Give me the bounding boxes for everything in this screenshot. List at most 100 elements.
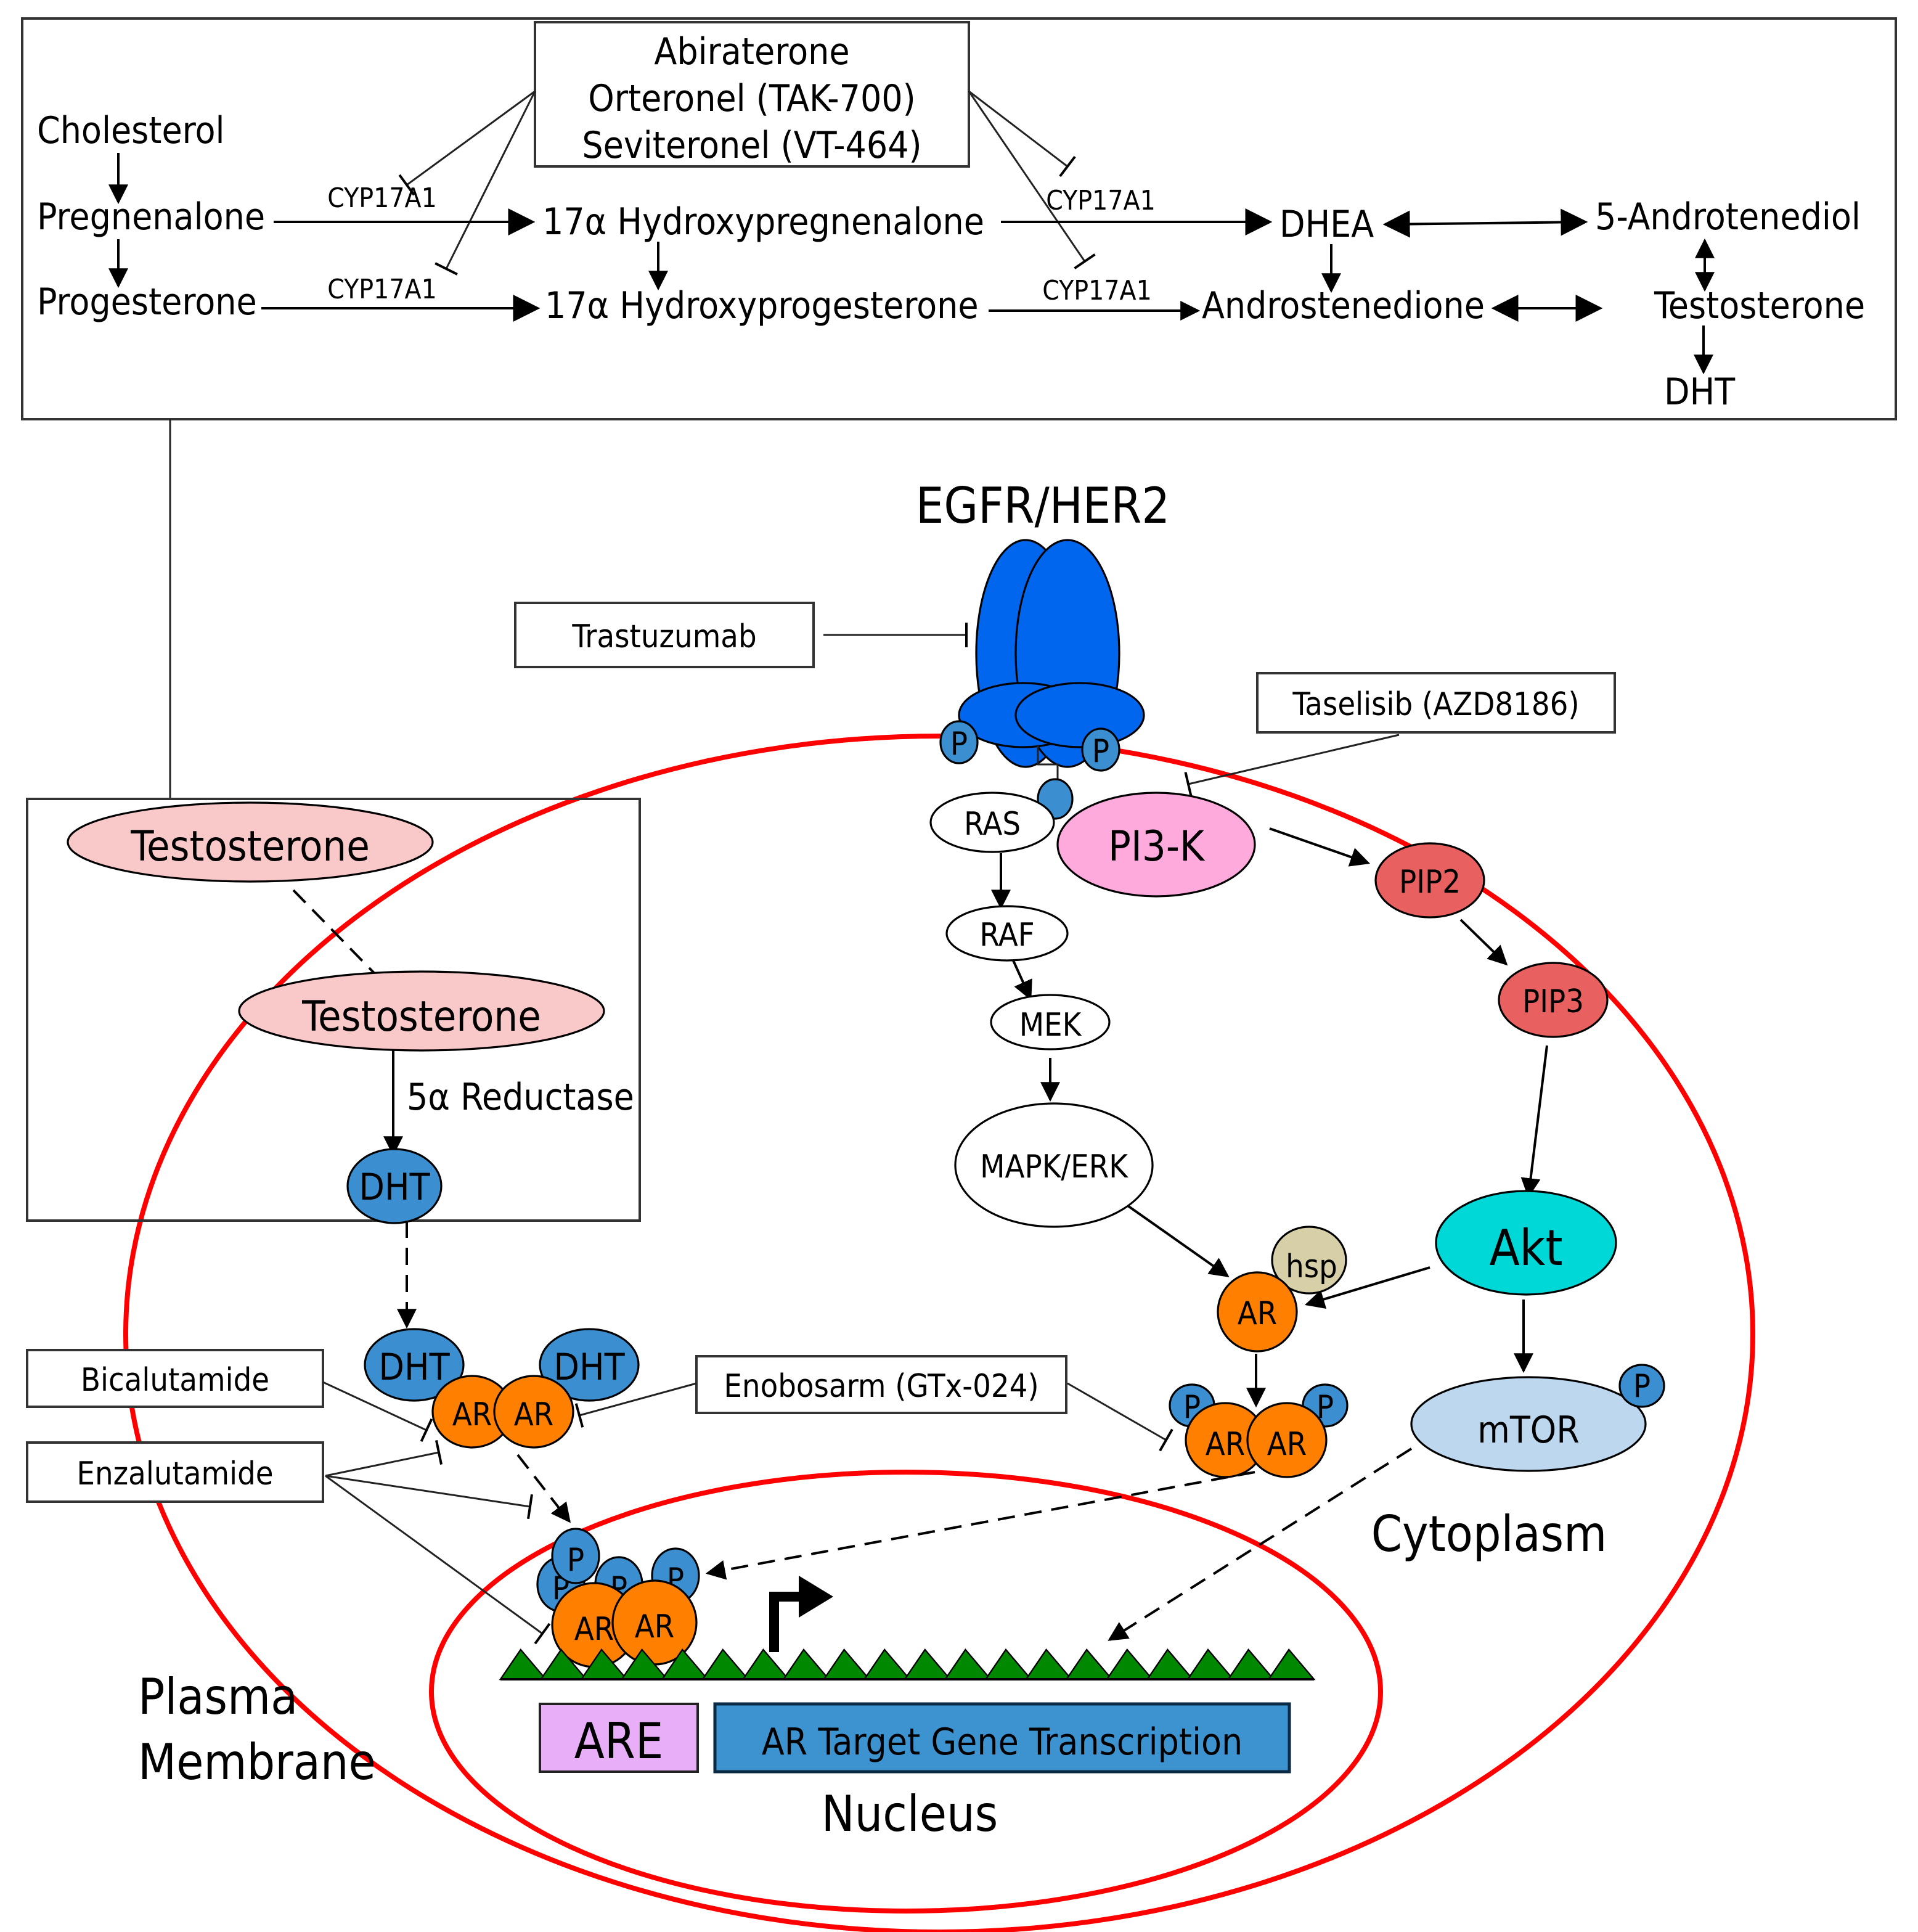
arrow-dht-ar-nucleus bbox=[516, 1454, 571, 1523]
mapk-erk-node[interactable] bbox=[954, 1102, 1154, 1228]
dna-segment bbox=[1024, 1648, 1073, 1680]
dna-strand bbox=[499, 1648, 1316, 1680]
testosterone-extracellular-label: Testosterone bbox=[130, 822, 370, 871]
akt-node[interactable] bbox=[1435, 1190, 1617, 1296]
inhibition-enzalutamide-translocation bbox=[325, 1475, 533, 1520]
transcription-box bbox=[713, 1702, 1291, 1774]
compound-androstenedione: Androstenedione bbox=[1202, 284, 1485, 327]
enzalutamide-label: Enzalutamide bbox=[76, 1455, 273, 1492]
inhibition-enzalutamide-dna-binding bbox=[325, 1475, 551, 1645]
tss-arrowhead bbox=[799, 1576, 833, 1618]
pip3-label: PIP3 bbox=[1522, 983, 1584, 1020]
testosterone-intracellular-label: Testosterone bbox=[301, 993, 541, 1041]
dna-segment bbox=[1267, 1648, 1316, 1680]
compound-progesterone: Progesterone bbox=[37, 280, 257, 324]
mtor-phospho-label: P bbox=[1633, 1368, 1651, 1405]
receptor-linker bbox=[1037, 745, 1059, 789]
inhibition-line-cyp17-d bbox=[968, 91, 1096, 269]
receptor-base-right bbox=[1014, 682, 1145, 748]
testosterone-extracellular-node[interactable] bbox=[67, 801, 434, 883]
dna-segment bbox=[1065, 1648, 1114, 1680]
enzyme-label-cyp17a1: CYP17A1 bbox=[1046, 185, 1156, 216]
dna-segment bbox=[984, 1648, 1033, 1680]
ras-label: RAS bbox=[964, 806, 1021, 843]
trastuzumab-box[interactable]: Trastuzumab bbox=[514, 602, 815, 668]
mek-node[interactable] bbox=[990, 994, 1111, 1050]
arrow-dhea-androtenediol-reversible bbox=[1382, 208, 1588, 238]
ar-target-gene-transcription[interactable]: AR Target Gene Transcription bbox=[713, 1702, 1291, 1774]
phospho-node bbox=[551, 1528, 600, 1584]
ar-monomer-label: AR bbox=[1238, 1295, 1278, 1332]
raf-node[interactable] bbox=[945, 905, 1069, 962]
inhibition-bicalutamide bbox=[322, 1381, 433, 1442]
ar-node bbox=[1246, 1402, 1328, 1478]
are-box bbox=[539, 1703, 699, 1773]
phospho-label: P bbox=[950, 726, 968, 763]
arrow-mapk-ar bbox=[1127, 1205, 1230, 1277]
cytoplasm-label: Cytoplasm bbox=[1371, 1505, 1607, 1563]
bicalutamide-box[interactable]: Bicalutamide bbox=[26, 1349, 324, 1408]
pi3k-node[interactable] bbox=[1056, 792, 1256, 898]
ar-label: AR bbox=[514, 1396, 554, 1433]
dna-segment bbox=[741, 1648, 790, 1680]
pip3-node[interactable] bbox=[1498, 962, 1609, 1038]
phospho-label: P bbox=[1092, 733, 1109, 770]
dna-segment bbox=[1226, 1648, 1275, 1680]
bicalutamide-frame bbox=[26, 1349, 324, 1408]
dna-segment bbox=[1186, 1648, 1235, 1680]
dht-node[interactable] bbox=[346, 1148, 443, 1224]
pip2-node[interactable] bbox=[1374, 842, 1485, 919]
compound-cholesterol: Cholesterol bbox=[37, 109, 225, 152]
ar-label: AR bbox=[452, 1396, 492, 1433]
inhibition-line-cyp17-a bbox=[398, 90, 536, 196]
mtor-node[interactable] bbox=[1410, 1376, 1647, 1472]
enzalutamide-box[interactable]: Enzalutamide bbox=[26, 1441, 324, 1503]
dna-segment bbox=[701, 1648, 750, 1680]
taselisib-label: Taselisib (AZD8186) bbox=[1292, 686, 1579, 723]
plasma-membrane bbox=[123, 734, 1755, 1932]
nuclear-ar-dimer[interactable]: P P P P AR AR bbox=[536, 1528, 700, 1668]
dna-segment bbox=[863, 1648, 912, 1680]
nucleus-label: Nucleus bbox=[822, 1785, 998, 1843]
compound-testosterone: Testosterone bbox=[1654, 284, 1865, 327]
dna-segment bbox=[781, 1648, 831, 1680]
inhibition-enobosarm-dht-ar bbox=[574, 1382, 697, 1428]
tss-stem bbox=[769, 1592, 804, 1652]
trastuzumab-frame bbox=[514, 602, 815, 668]
testosterone-intracellular-node[interactable] bbox=[238, 970, 605, 1052]
hsp-node[interactable] bbox=[1271, 1226, 1347, 1295]
cyp17-inhibitor-box[interactable]: Abiraterone Orteronel (TAK-700) Sevitero… bbox=[534, 21, 970, 168]
dht-label: DHT bbox=[359, 1166, 430, 1209]
dna-segment bbox=[903, 1648, 952, 1680]
compound-dhea: DHEA bbox=[1279, 203, 1374, 246]
are-label: ARE bbox=[574, 1713, 664, 1770]
mek-label: MEK bbox=[1019, 1007, 1082, 1044]
ar-dimer-phosphorylated[interactable]: P P AR AR bbox=[1169, 1383, 1349, 1478]
egfr-her2-receptor[interactable]: EGFR/HER2 P P bbox=[916, 477, 1170, 820]
arrow-pip2-pip3 bbox=[1459, 919, 1508, 966]
transcription-label: AR Target Gene Transcription bbox=[762, 1721, 1243, 1764]
inhibition-enzalutamide-ar bbox=[325, 1440, 443, 1477]
ar-monomer-node[interactable] bbox=[1217, 1271, 1298, 1353]
arrow-raf-mek bbox=[1012, 960, 1032, 1001]
are-element[interactable]: ARE bbox=[539, 1703, 699, 1773]
compound-pregnenalone: Pregnenalone bbox=[37, 195, 265, 239]
dht-ar-complex[interactable]: DHT DHT AR AR bbox=[364, 1328, 640, 1449]
drug-abiraterone: Abiraterone bbox=[654, 30, 849, 73]
enobosarm-box[interactable]: Enobosarm (GTx-024) bbox=[695, 1355, 1067, 1414]
enzyme-5a-reductase: 5α Reductase bbox=[407, 1076, 634, 1119]
dna-segment bbox=[1146, 1648, 1194, 1680]
compound-hydroxyprogesterone: 17α Hydroxyprogesterone bbox=[545, 284, 979, 327]
dna-segment bbox=[499, 1648, 548, 1680]
arrow-akt-ar bbox=[1304, 1266, 1430, 1309]
mtor-phospho bbox=[1618, 1364, 1665, 1408]
enzalutamide-frame bbox=[26, 1441, 324, 1503]
phospho-left bbox=[939, 720, 979, 764]
raf-label: RAF bbox=[979, 917, 1034, 954]
taselisib-box[interactable]: Taselisib (AZD8186) bbox=[1256, 672, 1616, 734]
ras-node[interactable] bbox=[929, 792, 1055, 853]
transcription-start-arrow bbox=[769, 1576, 833, 1652]
phospho-label: P bbox=[567, 1542, 584, 1579]
compound-dht: DHT bbox=[1664, 370, 1736, 414]
